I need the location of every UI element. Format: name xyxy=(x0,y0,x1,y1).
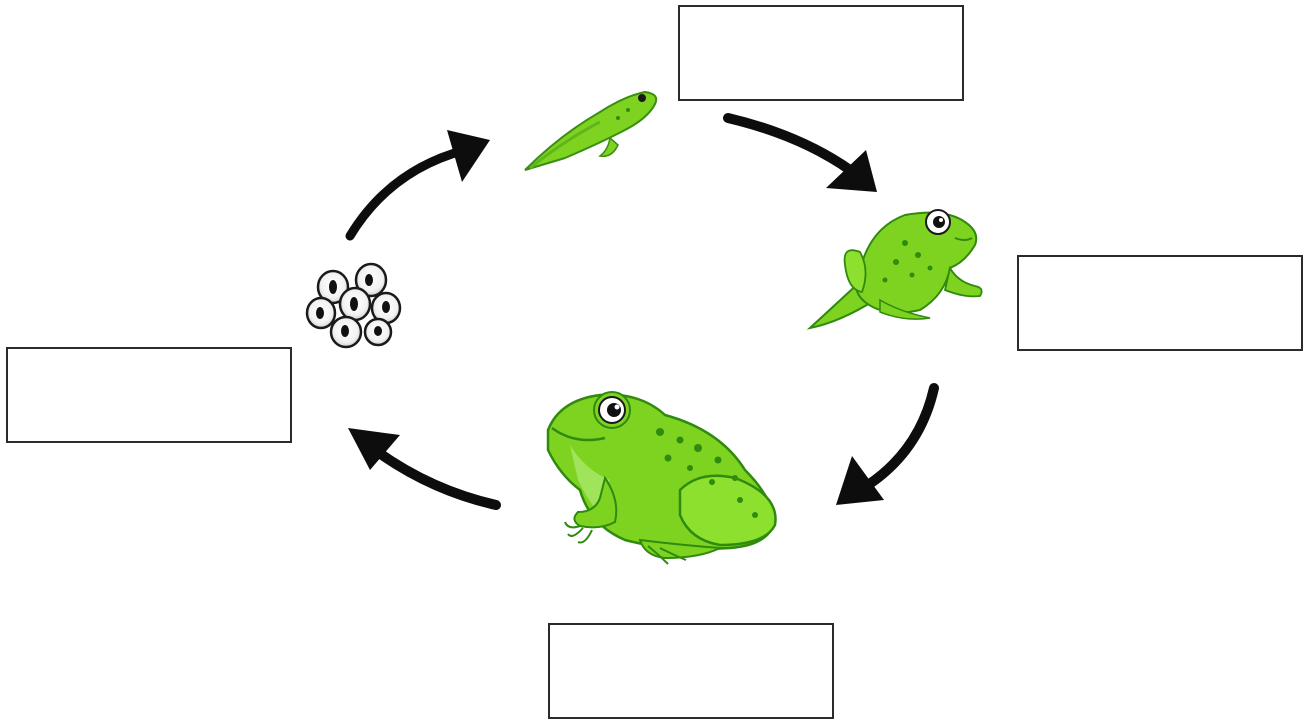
eggs-label-box[interactable] xyxy=(6,347,292,443)
arrow-adult-to-eggs-icon xyxy=(348,428,501,510)
adult-frog-icon xyxy=(546,391,777,565)
adult-frog-label-box[interactable] xyxy=(548,623,834,719)
tadpole-icon xyxy=(524,90,658,171)
arrow-tadpole-to-froglet-icon xyxy=(723,113,877,192)
frog-eggs-icon xyxy=(305,262,402,349)
arrow-froglet-to-adult-icon xyxy=(836,383,939,505)
tadpole-label-box[interactable] xyxy=(678,5,964,101)
froglet-icon xyxy=(806,209,983,330)
arrow-eggs-to-tadpole-icon xyxy=(345,130,490,241)
froglet-label-box[interactable] xyxy=(1017,255,1303,351)
